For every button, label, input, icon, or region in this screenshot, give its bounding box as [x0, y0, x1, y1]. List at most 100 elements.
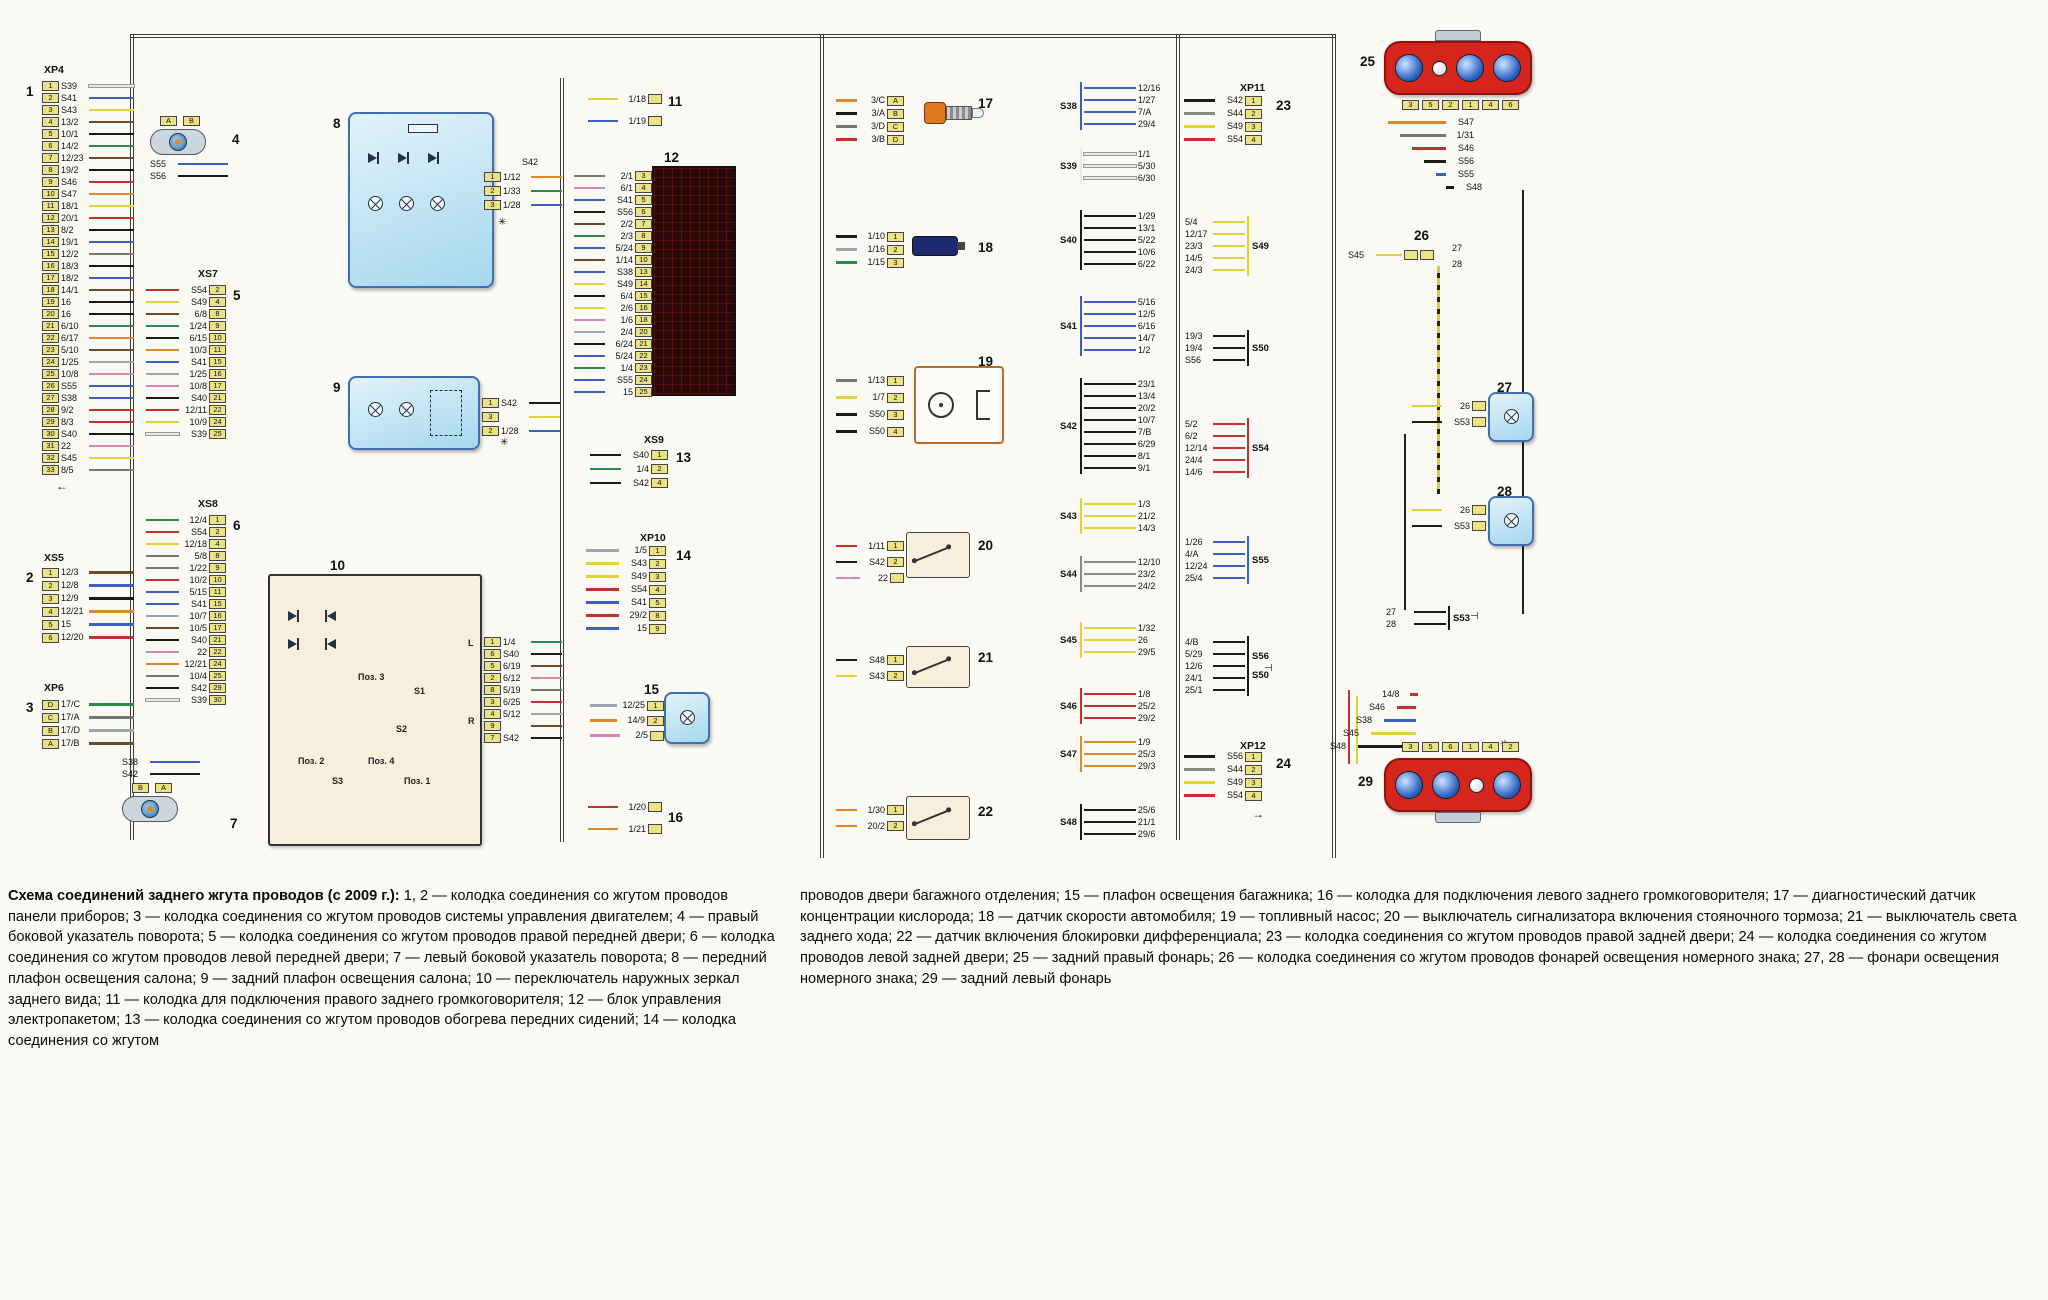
splice-wire-row: 25/1 [1185, 684, 1245, 696]
wire-segment [146, 638, 179, 642]
wire-segment [1184, 125, 1215, 128]
wire-segment [89, 156, 134, 160]
pin-number-box [648, 94, 662, 104]
lamp-body [1384, 41, 1532, 95]
wire-label: S48 [1330, 741, 1347, 751]
wire-segment [1083, 442, 1136, 446]
pin-number-box: 11 [209, 345, 226, 355]
rear-dome-lamp [348, 376, 480, 450]
wire-label: 25/3 [1137, 748, 1156, 759]
pin-number-box: B [132, 783, 149, 793]
splice-label: S44 [1060, 568, 1077, 580]
wire-row: S46 [1412, 142, 1474, 155]
wire-segment [531, 175, 562, 179]
wire-label: 12/9 [61, 593, 79, 603]
wire-label: 1/1 [1137, 148, 1151, 159]
pin-number-box [648, 802, 662, 812]
wire-label: 12/25 [622, 700, 645, 710]
wire-row: 26 [1412, 398, 1486, 414]
wire-label: S40 [632, 449, 649, 460]
wire-segment [89, 623, 134, 626]
wire-label: 21/1 [1137, 816, 1156, 827]
wire-segment [836, 658, 857, 662]
wire-segment [1184, 768, 1215, 771]
pin-number-box: 8 [209, 551, 226, 561]
wire-label: S38 [122, 756, 139, 767]
pin-number-box: 4 [651, 478, 668, 488]
wire-label: 23/1 [1137, 378, 1156, 389]
pin-number-box: 21 [209, 635, 226, 645]
wire-label: 10/6 [1137, 246, 1156, 257]
splice-label: S50 [1252, 670, 1269, 681]
wire-label: 1/4 [503, 636, 516, 647]
pin-number-box: 9 [635, 243, 652, 253]
wire-label: 1/33 [503, 185, 521, 196]
splice-wire-row: 10/6 [1083, 246, 1164, 258]
pin-number-box: 20 [635, 327, 652, 337]
wire-label: 1/9 [1137, 736, 1151, 747]
wire-segment [836, 261, 857, 264]
caption-title: Схема соединений заднего жгута проводов … [8, 888, 400, 904]
wire-label: 6/4 [620, 290, 633, 301]
wire-segment [1083, 214, 1136, 218]
pin-number-box: 10 [42, 189, 59, 199]
pin-number-box: D [887, 134, 904, 145]
wire-label: 1/11 [868, 540, 885, 551]
wire-segment [1446, 186, 1454, 189]
wire-segment [836, 560, 857, 564]
wire-label: 5/4 [1185, 216, 1198, 227]
wire-label: 28 [1452, 259, 1463, 269]
wire-label: 16 [61, 308, 72, 319]
wire-segment [588, 827, 618, 831]
component-number-24: 24 [1276, 756, 1292, 771]
wire-label: 22 [196, 646, 207, 657]
wire-segment [586, 588, 619, 591]
led-icon [288, 610, 302, 622]
splice-wire-row: 1/9 [1083, 736, 1164, 748]
pin-number-box: 1 [484, 172, 501, 182]
lamp-icon [399, 402, 414, 417]
bulb-icon [1432, 771, 1460, 799]
pin-number-box: 2 [887, 671, 904, 681]
wire-segment [531, 676, 562, 680]
wire-segment [146, 384, 179, 388]
wire-segment [836, 544, 857, 548]
wire-label: S56 [616, 206, 633, 217]
wire-label: 14/1 [61, 284, 79, 295]
wire-label: 6/17 [61, 332, 79, 343]
wire-segment [1083, 692, 1136, 696]
pin-number-box [1472, 521, 1486, 531]
wire-segment [146, 542, 179, 546]
wire-segment [1213, 446, 1245, 450]
wire-row: S47 [1388, 116, 1474, 129]
wire-label: 12/6 [1185, 660, 1203, 671]
wire-segment [146, 662, 179, 666]
switch-label: S3 [332, 776, 344, 786]
wire-label: 12/24 [1185, 560, 1208, 571]
body-control-unit [652, 166, 736, 396]
wire-segment [89, 742, 134, 745]
ground-icon: ⊣ [1264, 663, 1273, 674]
wire-label: 1/28 [503, 199, 521, 210]
pin-number-box: 4 [484, 709, 501, 719]
pin-number-box: 1 [887, 231, 904, 242]
pin-number-box: 2 [1245, 764, 1262, 775]
pin-number-box: 3 [482, 412, 499, 422]
wire-label: 6/12 [503, 672, 521, 683]
wire-label: 6/22 [1137, 258, 1156, 269]
mirror-switch-unit: Поз. 3 S1 S2 Поз. 2 S3 Поз. 4 Поз. 1 L R [268, 574, 482, 846]
pin-number-box: 6 [1502, 100, 1519, 110]
splice-label: S40 [1060, 234, 1077, 246]
